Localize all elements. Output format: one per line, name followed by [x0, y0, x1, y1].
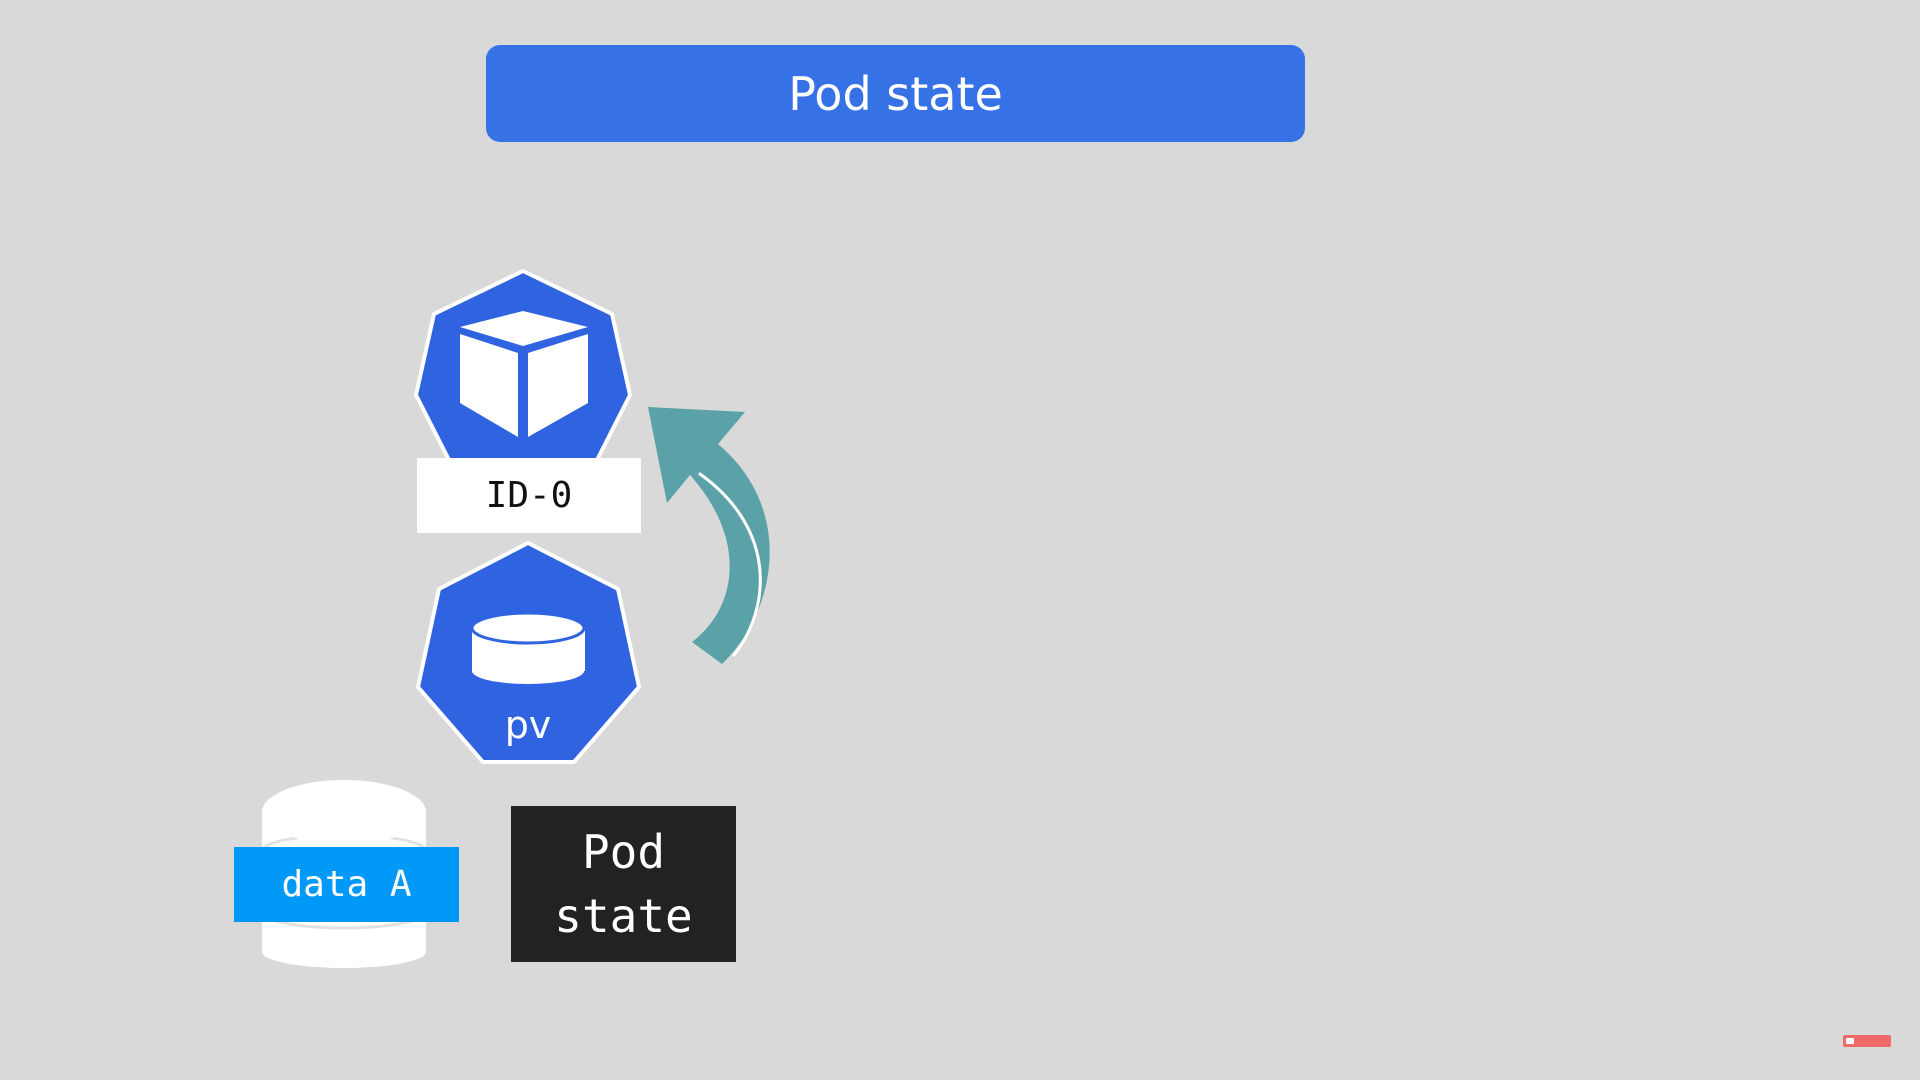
youtube-icon — [1846, 1038, 1854, 1044]
kubernetes-pod-cube-icon — [414, 269, 632, 464]
curved-arrow-up-icon — [648, 407, 770, 664]
subscribe-badge[interactable] — [1843, 1035, 1891, 1047]
pv-label: pv — [504, 703, 552, 747]
data-label: data A — [234, 847, 459, 922]
pod-id-label: ID-0 — [417, 458, 641, 533]
pod-state-box: Pod state — [511, 806, 736, 962]
title-banner: Pod state — [486, 45, 1305, 142]
persistent-volume-disk-icon — [416, 541, 641, 764]
